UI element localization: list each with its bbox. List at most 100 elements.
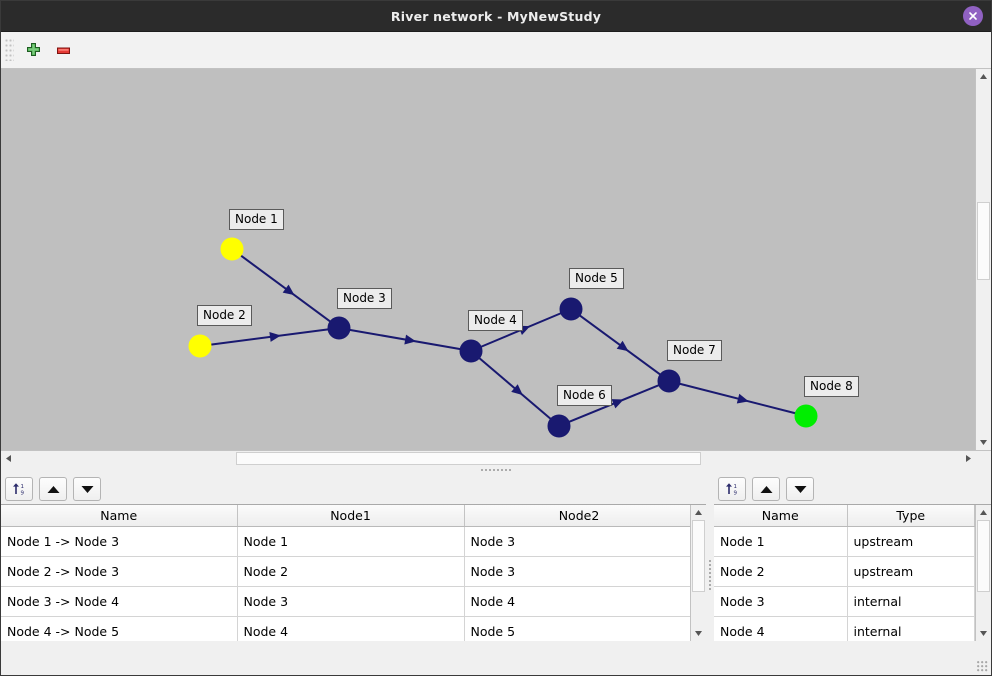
cell-type[interactable]: internal [847,586,975,617]
node-label-node5[interactable]: Node 5 [569,268,624,289]
horizontal-scroll-track[interactable] [16,451,961,466]
canvas-vertical-scrollbar[interactable] [975,69,991,450]
nodes-move-up-button[interactable] [752,477,780,501]
vertical-scroll-thumb[interactable] [977,202,990,280]
cell-type[interactable]: internal [847,616,975,641]
cell-node1[interactable]: Node 1 [237,526,465,557]
vertical-splitter[interactable] [706,474,714,675]
main-toolbar [1,32,991,69]
column-header-node1[interactable]: Node1 [237,505,465,527]
reaches-sort-button[interactable]: 1 9 [5,477,33,501]
edge-node1-to-node3[interactable] [239,254,332,323]
vertical-scroll-track[interactable] [976,84,991,435]
cell-name[interactable]: Node 3 [714,586,848,617]
cell-type[interactable]: upstream [847,526,975,557]
column-header-name[interactable]: Name [1,505,238,527]
canvas-horizontal-scrollbar[interactable] [1,450,991,466]
remove-node-button[interactable] [48,35,78,65]
nodes-move-down-button[interactable] [786,477,814,501]
node-label-node3[interactable]: Node 3 [337,288,392,309]
cell-name[interactable]: Node 2 -> Node 3 [1,556,238,587]
graph-node-node6[interactable] [547,414,571,438]
graph-node-node7[interactable] [657,369,681,393]
graph-node-node8[interactable] [794,404,818,428]
reaches-move-up-button[interactable] [39,477,67,501]
nodes-vertical-scroll-track[interactable] [975,520,991,626]
svg-text:1: 1 [734,484,738,490]
node-label-node2[interactable]: Node 2 [197,305,252,326]
cell-name[interactable]: Node 3 -> Node 4 [1,586,238,617]
reaches-scroll-down-button[interactable] [691,626,706,641]
cell-name[interactable]: Node 4 [714,616,848,641]
graph-node-node2[interactable] [188,334,212,358]
horizontal-splitter[interactable] [1,466,991,474]
scroll-left-button[interactable] [1,451,16,466]
node-label-node4[interactable]: Node 4 [468,310,523,331]
scroll-right-button[interactable] [961,451,976,466]
edge-node3-to-node4[interactable] [348,328,462,351]
column-header-node2[interactable]: Node2 [464,505,690,527]
node-label-node1[interactable]: Node 1 [229,209,284,230]
scroll-down-button[interactable] [976,435,991,450]
edge-node7-to-node8[interactable] [678,382,797,415]
triangle-down-icon [979,631,987,636]
splitter-grip-icon [708,559,712,590]
nodes-scroll-down-button[interactable] [975,626,991,641]
cell-node2[interactable]: Node 3 [464,556,690,587]
reaches-move-down-button[interactable] [73,477,101,501]
edge-arrow-icon [736,393,749,404]
reaches-table-header-row: Name Node1 Node2 [1,505,690,527]
scroll-up-button[interactable] [976,69,991,84]
cell-node2[interactable]: Node 5 [464,616,690,641]
cell-name[interactable]: Node 1 -> Node 3 [1,526,238,557]
cell-name[interactable]: Node 2 [714,556,848,587]
nodes-sort-button[interactable]: 1 9 [718,477,746,501]
node-label-node7[interactable]: Node 7 [667,340,722,361]
graph-node-node1[interactable] [220,237,244,261]
river-network-canvas[interactable]: Node 1 Node 2 Node 3 Node 4 Node 5 Node 6 Node… [1,69,975,450]
cell-node1[interactable]: Node 3 [237,586,465,617]
edge-arrow-icon [611,399,624,409]
graph-node-node4[interactable] [459,339,483,363]
cell-node1[interactable]: Node 4 [237,616,465,641]
edge-node2-to-node3[interactable] [209,328,330,346]
cell-node2[interactable]: Node 4 [464,586,690,617]
cell-name[interactable]: Node 4 -> Node 5 [1,616,238,641]
add-node-icon [26,42,40,56]
graph-node-node5[interactable] [559,297,583,321]
reaches-table-vertical-scrollbar[interactable] [690,505,706,641]
graph-node-node3[interactable] [327,316,351,340]
nodes-group [188,237,818,438]
column-header-name[interactable]: Name [714,505,848,527]
nodes-toolbar: 1 9 [714,474,991,504]
nodes-scroll-up-button[interactable] [975,505,991,520]
node-label-node8[interactable]: Node 8 [804,376,859,397]
nodes-table-vertical-scrollbar[interactable] [974,505,991,641]
reaches-vertical-scroll-track[interactable] [691,520,706,626]
add-node-button[interactable] [18,35,48,65]
cell-type[interactable]: upstream [847,556,975,587]
horizontal-scroll-thumb[interactable] [236,452,701,465]
cell-name[interactable]: Node 1 [714,526,848,557]
reaches-vertical-scroll-thumb[interactable] [692,520,705,592]
window-resize-grip[interactable] [977,661,989,673]
node-label-node6[interactable]: Node 6 [557,385,612,406]
nodes-vertical-scroll-thumb[interactable] [976,520,990,592]
reaches-scroll-up-button[interactable] [691,505,706,520]
cell-node1[interactable]: Node 2 [237,556,465,587]
close-button[interactable] [963,6,983,26]
edge-arrow-icon [269,331,281,342]
cell-node2[interactable]: Node 3 [464,526,690,557]
column-header-type[interactable]: Type [847,505,975,527]
toolbar-drag-handle[interactable] [5,39,14,61]
